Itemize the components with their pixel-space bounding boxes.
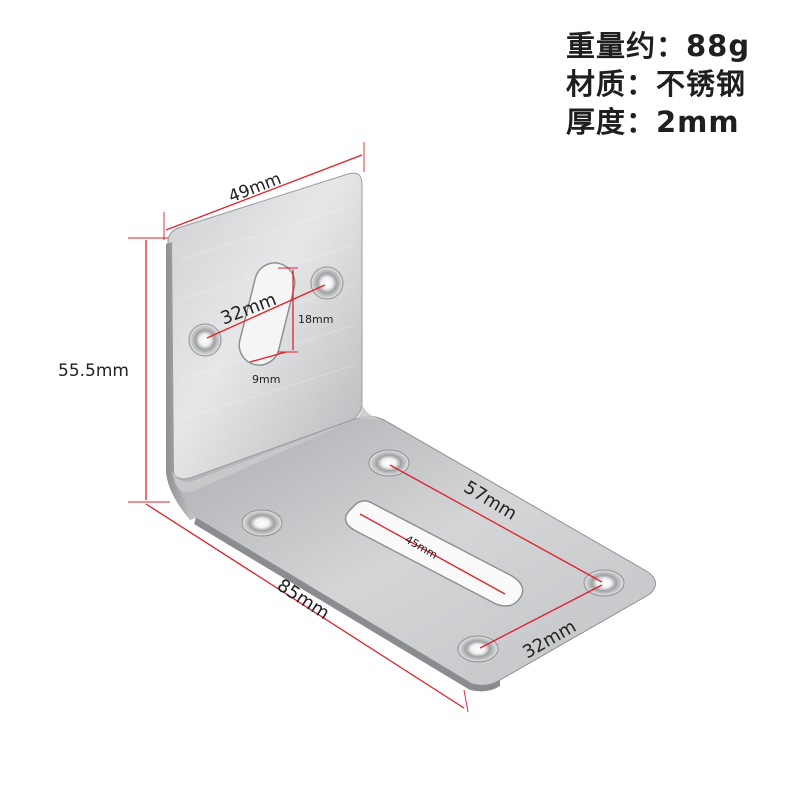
label-slot-length: 18mm: [298, 313, 333, 326]
countersunk-hole-icon: [583, 569, 625, 597]
label-height: 55.5mm: [58, 361, 129, 381]
spec-thickness: 厚度：2mm: [566, 105, 740, 139]
bracket-vertical-edge: [166, 242, 196, 520]
bracket-base-edge: [194, 518, 500, 692]
spec-weight: 重量约：88g: [566, 29, 751, 63]
vertical-slot: [238, 262, 296, 366]
countersunk-hole-icon: [310, 266, 344, 300]
countersunk-hole-icon: [188, 323, 222, 357]
countersunk-hole-icon: [457, 635, 499, 663]
label-slot-width: 9mm: [252, 373, 280, 386]
bracket-bend: [172, 404, 384, 493]
spec-material: 材质：不锈钢: [566, 67, 747, 101]
countersunk-hole-icon: [241, 509, 283, 537]
